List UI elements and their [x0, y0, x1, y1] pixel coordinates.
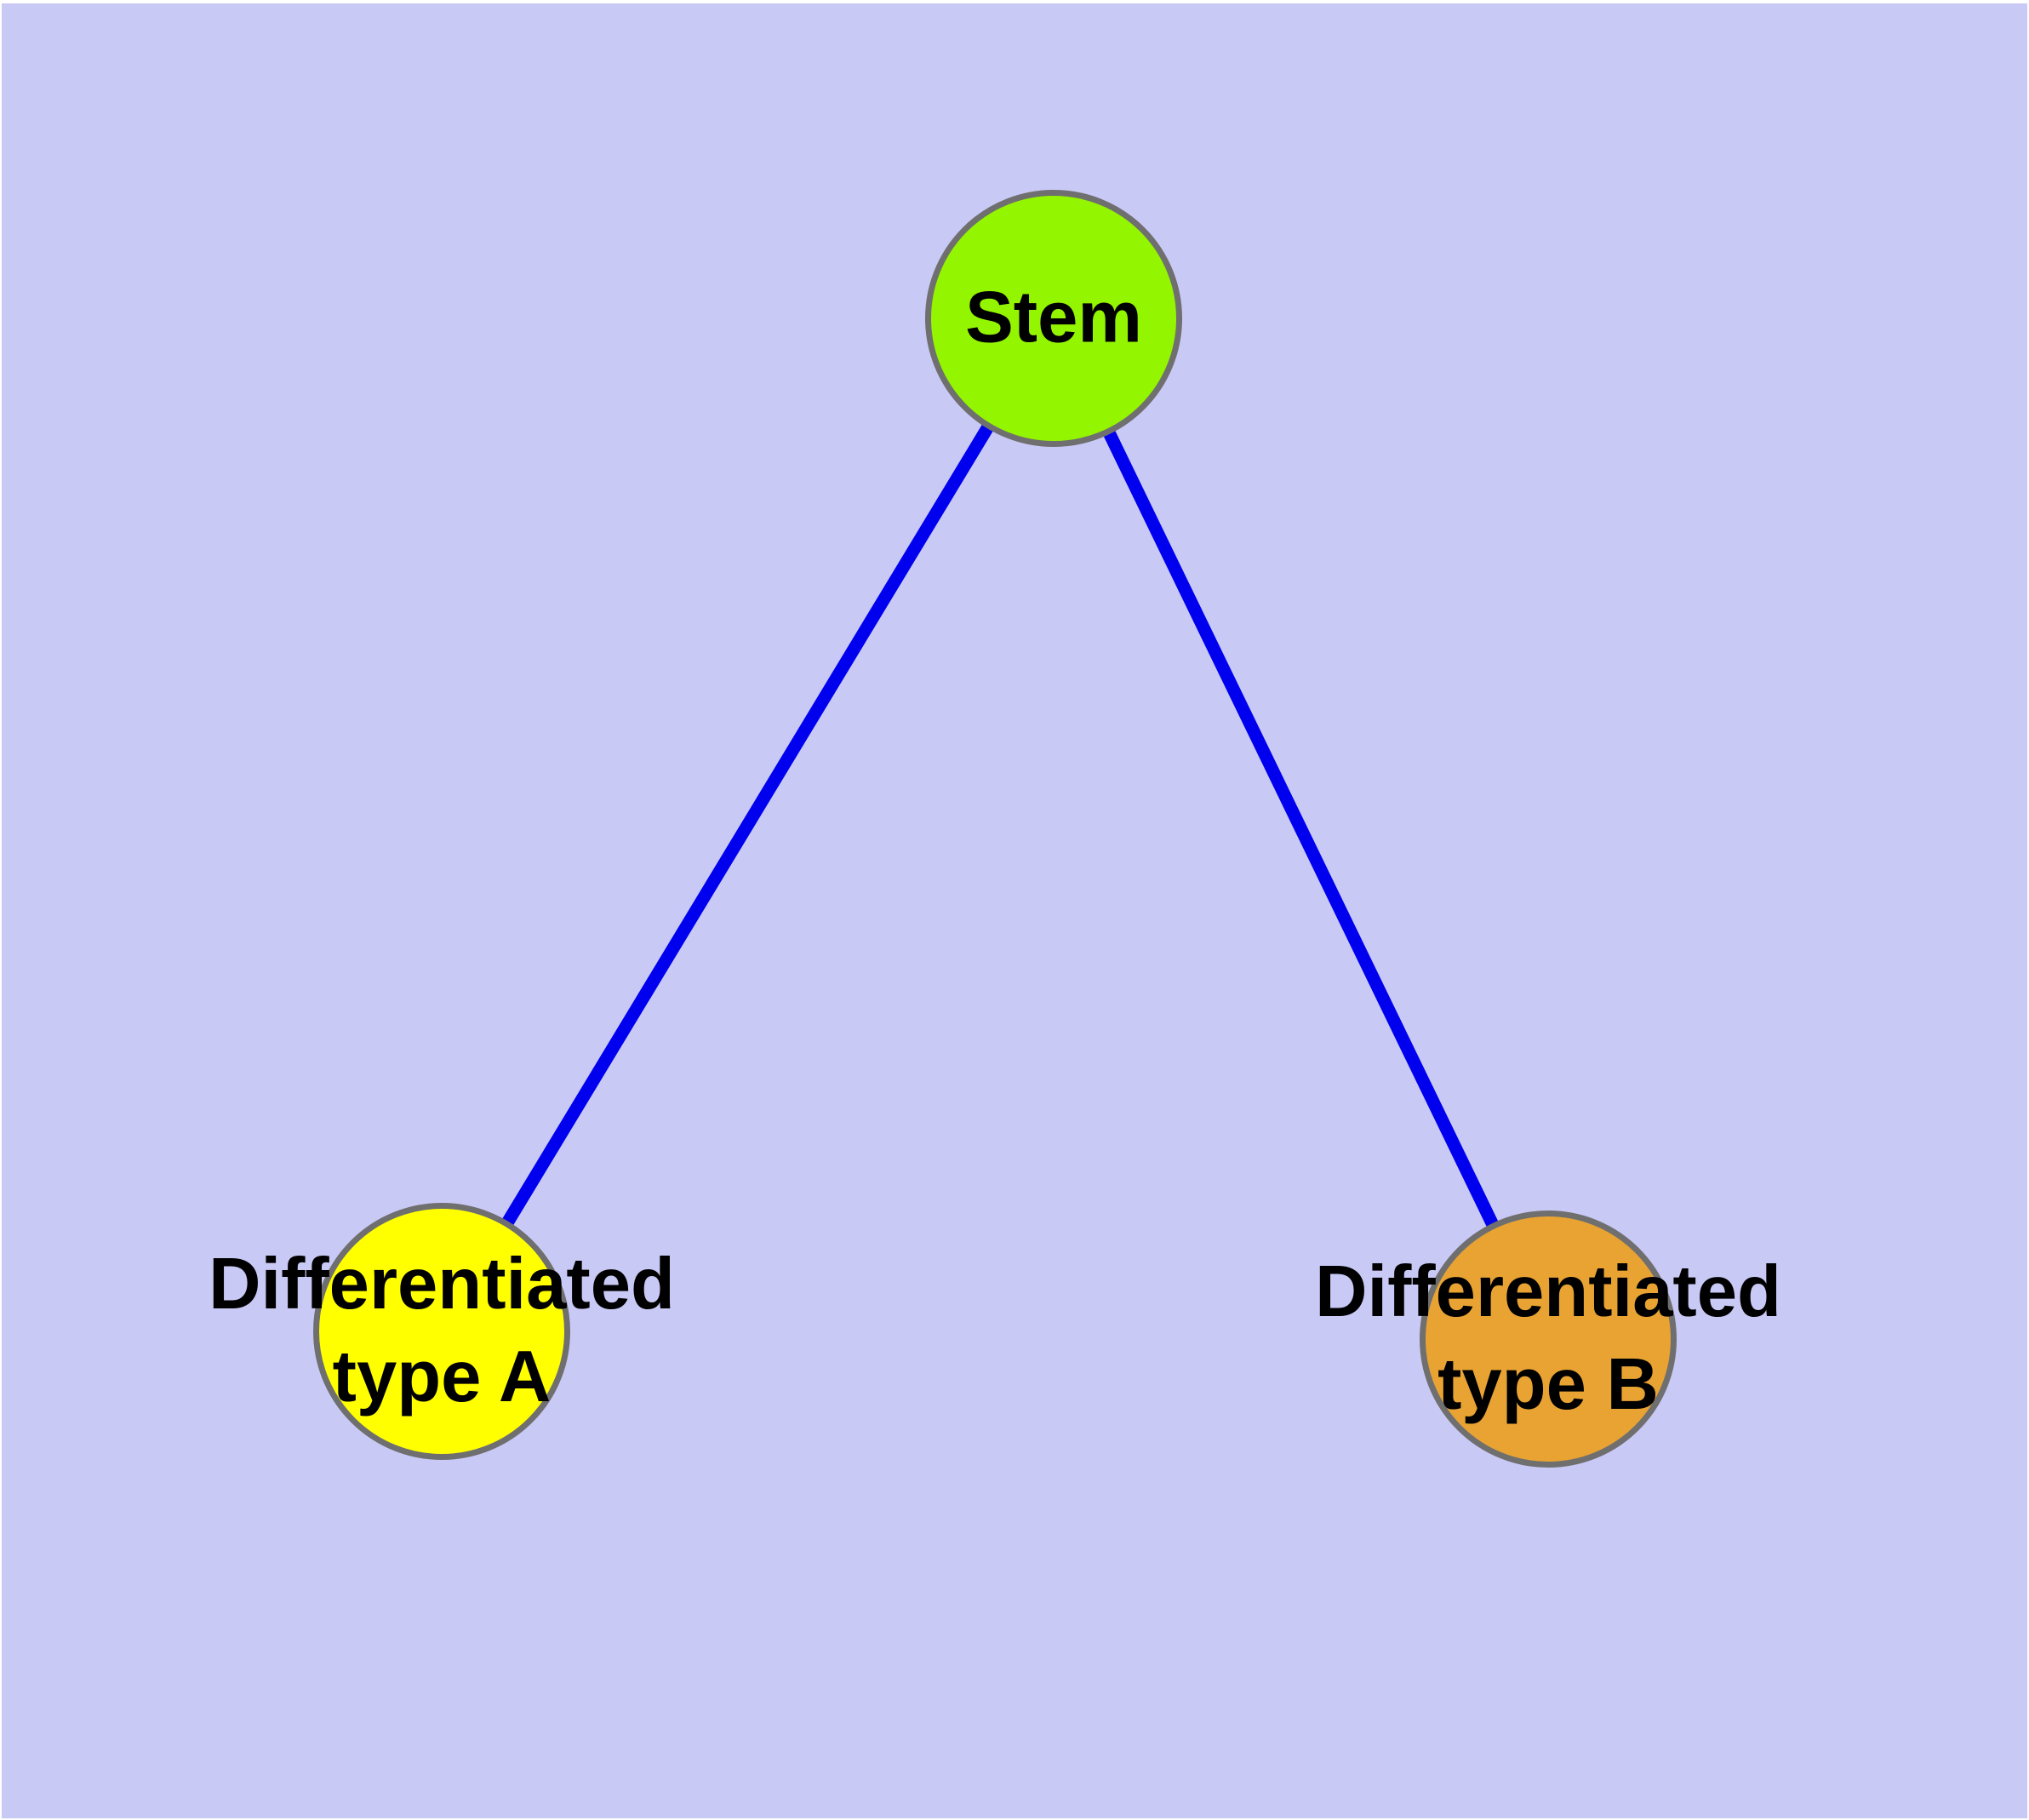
graph-canvas: Stem Differentiated type A Differentiate…: [2, 3, 2027, 1818]
stem-node-label: Stem: [965, 277, 1142, 358]
edge-stem-to-type-b: [1048, 315, 1554, 1342]
edge-stem-to-type-a: [436, 315, 1060, 1335]
differentiated-type-a-node[interactable]: [313, 1203, 570, 1460]
edges-layer: [436, 315, 1554, 1342]
differentiated-type-b-label: Differentiated type B: [1315, 1251, 1781, 1425]
stem-node[interactable]: [925, 190, 1182, 447]
differentiated-type-a-label: Differentiated type A: [209, 1244, 675, 1417]
differentiated-type-b-node[interactable]: [1420, 1210, 1677, 1468]
